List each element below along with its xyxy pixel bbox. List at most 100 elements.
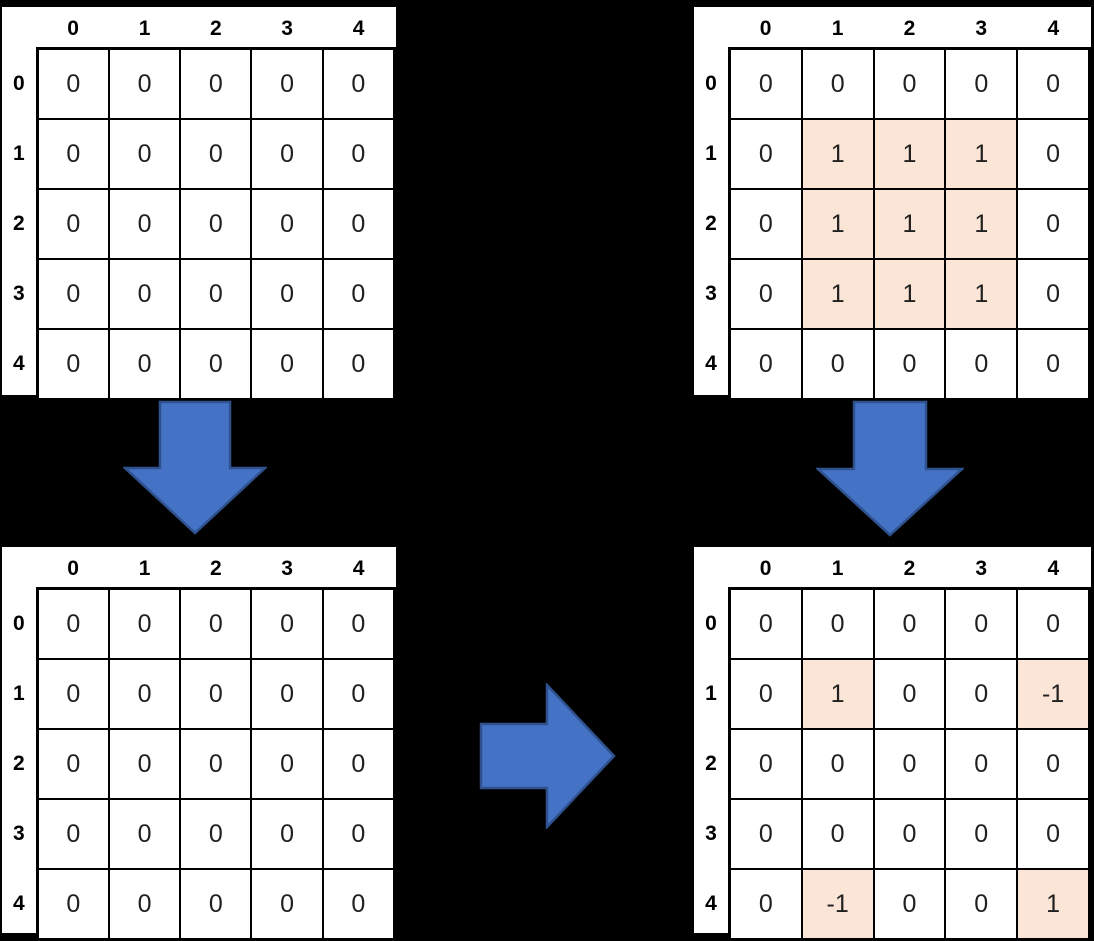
row-header-2: 2 xyxy=(705,752,717,775)
grid-cell-r0-c0: 0 xyxy=(35,47,110,120)
grid-cell-r1-c1: 1 xyxy=(800,658,875,730)
grid-cell-r0-c4: 0 xyxy=(321,47,396,120)
grid-cell-r4-c4: 0 xyxy=(321,868,396,941)
row-header-4: 4 xyxy=(13,352,25,376)
col-header-0: 0 xyxy=(759,556,772,580)
col-header-1: 1 xyxy=(138,16,151,40)
grid-cell-r1-c0: 0 xyxy=(35,118,110,190)
grid-cell-r1-c4: 0 xyxy=(321,118,396,190)
grid-cell-r1-c0: 0 xyxy=(727,658,803,730)
grid-cell-r3-c3: 0 xyxy=(250,258,324,330)
corner-spacer xyxy=(694,10,729,49)
grid-cell-r3-c3: 1 xyxy=(944,258,1019,330)
grid-cell-r0-c0: 0 xyxy=(35,587,110,660)
grid-cell-r1-c4: 0 xyxy=(1016,118,1092,190)
grid-cell-r0-c0: 0 xyxy=(727,587,803,660)
row-header-3: 3 xyxy=(13,822,25,845)
grid-cell-r1-c2: 0 xyxy=(179,118,253,190)
grid-cell-r0-c2: 0 xyxy=(872,47,947,120)
grid-cell-r2-c3: 0 xyxy=(250,188,324,260)
corner-spacer xyxy=(2,550,37,589)
grid-cell-r1-c3: 1 xyxy=(944,118,1019,190)
row-header-0: 0 xyxy=(705,611,717,635)
row-header-4: 4 xyxy=(13,892,25,916)
row-header-1: 1 xyxy=(13,682,25,705)
grid-cell-r2-c0: 0 xyxy=(35,728,110,800)
grid-cell-r2-c2: 0 xyxy=(179,188,253,260)
grid-cell-r2-c4: 0 xyxy=(321,188,396,260)
grid-cell-r4-c2: 0 xyxy=(872,328,947,401)
grid-cell-r3-c2: 1 xyxy=(872,258,947,330)
grid-cell-r2-c3: 0 xyxy=(944,728,1019,800)
grid-cell-r0-c1: 0 xyxy=(107,47,182,120)
grid-cell-r3-c4: 0 xyxy=(1016,798,1092,870)
col-header-2: 2 xyxy=(903,556,916,580)
row-header-1: 1 xyxy=(705,682,717,705)
col-header-3: 3 xyxy=(975,556,988,580)
grid-cell-r4-c0: 0 xyxy=(35,328,110,401)
col-header-4: 4 xyxy=(352,556,365,580)
row-header-0: 0 xyxy=(705,71,717,95)
grid-cell-r3-c0: 0 xyxy=(35,258,110,330)
grid-cell-r1-c1: 1 xyxy=(800,118,875,190)
grid-cell-r3-c4: 0 xyxy=(1016,258,1092,330)
col-header-4: 4 xyxy=(1047,16,1060,40)
col-header-3: 3 xyxy=(281,16,293,40)
grid-cell-r0-c3: 0 xyxy=(944,587,1019,660)
grid-cell-r1-c3: 0 xyxy=(944,658,1019,730)
grid-cell-r3-c4: 0 xyxy=(321,798,396,870)
row-header-1: 1 xyxy=(13,142,25,165)
grid-cell-r2-c1: 1 xyxy=(800,188,875,260)
grid-cell-r3-c1: 0 xyxy=(107,258,182,330)
grid-cell-r3-c2: 0 xyxy=(872,798,947,870)
grid-cell-r3-c0: 0 xyxy=(727,258,803,330)
row-header-2: 2 xyxy=(13,212,25,235)
grid-cell-r4-c0: 0 xyxy=(727,868,803,941)
row-header-3: 3 xyxy=(705,282,717,305)
grid-cell-r4-c1: 0 xyxy=(800,328,875,401)
grid-cell-r3-c3: 0 xyxy=(944,798,1019,870)
grid-cell-r2-c1: 0 xyxy=(107,728,182,800)
row-header-1: 1 xyxy=(705,142,717,165)
col-header-0: 0 xyxy=(759,16,772,40)
grid-cell-r2-c0: 0 xyxy=(727,728,803,800)
grid-cell-r0-c4: 0 xyxy=(321,587,396,660)
row-header-0: 0 xyxy=(13,611,25,635)
corner-spacer xyxy=(694,550,729,589)
grid-cell-r0-c1: 0 xyxy=(107,587,182,660)
grid-cell-r4-c1: -1 xyxy=(800,868,875,941)
grid-cell-r3-c0: 0 xyxy=(35,798,110,870)
grid-cell-r3-c2: 0 xyxy=(179,258,253,330)
grid-cell-r0-c0: 0 xyxy=(727,47,803,120)
col-header-1: 1 xyxy=(831,16,844,40)
grid-cell-r2-c4: 0 xyxy=(321,728,396,800)
grid-cell-r0-c1: 0 xyxy=(800,587,875,660)
grid-cell-r4-c3: 0 xyxy=(944,328,1019,401)
col-header-2: 2 xyxy=(209,16,222,40)
grid-cell-r3-c1: 0 xyxy=(800,798,875,870)
grid-cell-r0-c2: 0 xyxy=(179,47,253,120)
grid-cell-r4-c2: 0 xyxy=(179,328,253,401)
grid-cell-r1-c2: 0 xyxy=(872,658,947,730)
